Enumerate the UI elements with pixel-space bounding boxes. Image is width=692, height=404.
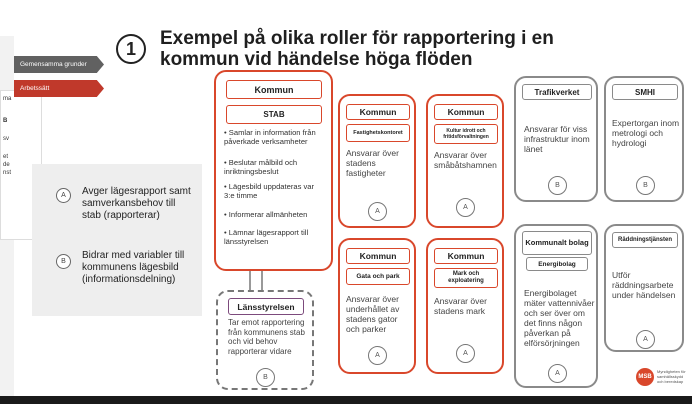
msb-logo-icon: MSB (636, 368, 654, 386)
inset-fragment: et (3, 154, 9, 160)
unit-label: Mark och exploatering (434, 268, 498, 288)
stab-bullet: • Beslutar målbild och inriktningsbeslut (224, 158, 298, 176)
unit-label: Gata och park (346, 268, 410, 285)
kommunalt-bolag-card: Kommunalt bolag Energibolag Energibolage… (514, 224, 598, 388)
slide-title: Exempel på olika roller för rapportering… (160, 28, 554, 70)
kommun-kultur-card: Kommun Kultur idrott och fritidsförvaltn… (426, 94, 504, 228)
marker-a: A (368, 346, 387, 365)
marker-a: A (548, 364, 567, 383)
org-header: SMHI (612, 84, 678, 100)
raddningstjansten-card: Räddningstjänsten Utför räddningsarbete … (604, 224, 684, 352)
marker-b: B (548, 176, 567, 195)
previous-slide-edge (0, 0, 14, 38)
card-text: Ansvarar för viss infrastruktur inom län… (524, 124, 590, 154)
marker-a: A (456, 344, 475, 363)
inset-fragment: B (3, 118, 8, 124)
unit-label: Kultur idrott och fritidsförvaltningen (434, 124, 498, 144)
msb-logo-text: Myndigheten för samhällsskydd och bereds… (657, 369, 686, 384)
kommun-fastighetskontoret-card: Kommun Fastighetskontoret Ansvarar över … (338, 94, 416, 228)
kommun-header: Kommun (346, 104, 410, 120)
marker-b: B (636, 176, 655, 195)
kommun-stab-card: Kommun STAB • Samlar in information från… (214, 70, 333, 271)
stab-bullet: • Lägesbild uppdateras var 3:e timme (224, 182, 315, 200)
msb-logo: MSB Myndigheten för samhällsskydd och be… (636, 366, 688, 390)
inset-fragment: nst (3, 170, 12, 176)
marker-a: A (636, 330, 655, 349)
org-header: Räddningstjänsten (612, 232, 678, 248)
step-number: 1 (116, 34, 146, 64)
smhi-card: SMHI Expertorgan inom metrologi och hydr… (604, 76, 684, 202)
legend-marker-b: B (56, 254, 71, 269)
stab-bullet: • Samlar in information från påverkade v… (224, 128, 316, 146)
kommun-header: Kommun (226, 80, 322, 99)
marker-a: A (368, 202, 387, 221)
card-text: Ansvarar över småbåtshamnen (434, 150, 497, 170)
lansstyrelsen-card: Länsstyrelsen Tar emot rapportering från… (216, 290, 314, 390)
legend-text-a: Avger lägesrapport samt samverkansbehov … (82, 186, 191, 221)
kommun-header: Kommun (346, 248, 410, 264)
inset-fragment: de (3, 162, 10, 168)
unit-label: Energibolag (526, 257, 588, 271)
card-text: Expertorgan inom metrologi och hydrologi (612, 118, 680, 148)
tab-arbetssatt[interactable]: Arbetssätt (14, 80, 104, 97)
org-header: Trafikverket (522, 84, 592, 100)
stab-bullet: • Lämnar lägesrapport till länsstyrelsen (224, 228, 309, 246)
marker-a: A (456, 198, 475, 217)
kommun-mark-card: Kommun Mark och exploatering Ansvarar öv… (426, 238, 504, 374)
card-text: Ansvarar över underhållet av stadens gat… (346, 294, 400, 334)
kommun-gata-och-park-card: Kommun Gata och park Ansvarar över under… (338, 238, 416, 374)
card-text: Utför räddningsarbete under händelsen (612, 270, 676, 300)
card-text: Energibolaget mäter vattennivåer och ser… (524, 288, 595, 348)
tab-gemensamma-grunder[interactable]: Gemensamma grunder (14, 56, 104, 73)
legend-text-b: Bidrar med variabler till kommunens läge… (82, 250, 185, 285)
kommun-header: Kommun (434, 104, 498, 120)
legend-box: A Avger lägesrapport samt samverkansbeho… (32, 164, 202, 316)
card-text: Ansvarar över stadens fastigheter (346, 148, 399, 178)
marker-b: B (256, 368, 275, 387)
trafikverket-card: Trafikverket Ansvarar för viss infrastru… (514, 76, 598, 202)
legend-marker-a: A (56, 188, 71, 203)
stab-bullet: • Informerar allmänheten (224, 210, 308, 219)
stab-label: STAB (226, 105, 322, 124)
inset-fragment: sv (3, 136, 9, 142)
org-header: Kommunalt bolag (522, 231, 592, 255)
bottom-strip (0, 396, 692, 404)
inset-fragment: ma (3, 96, 12, 102)
lansstyrelsen-header: Länsstyrelsen (228, 298, 304, 315)
unit-label: Fastighetskontoret (346, 124, 410, 142)
lansstyrelsen-text: Tar emot rapportering från kommunens sta… (228, 318, 305, 356)
card-text: Ansvarar över stadens mark (434, 296, 487, 316)
kommun-header: Kommun (434, 248, 498, 264)
